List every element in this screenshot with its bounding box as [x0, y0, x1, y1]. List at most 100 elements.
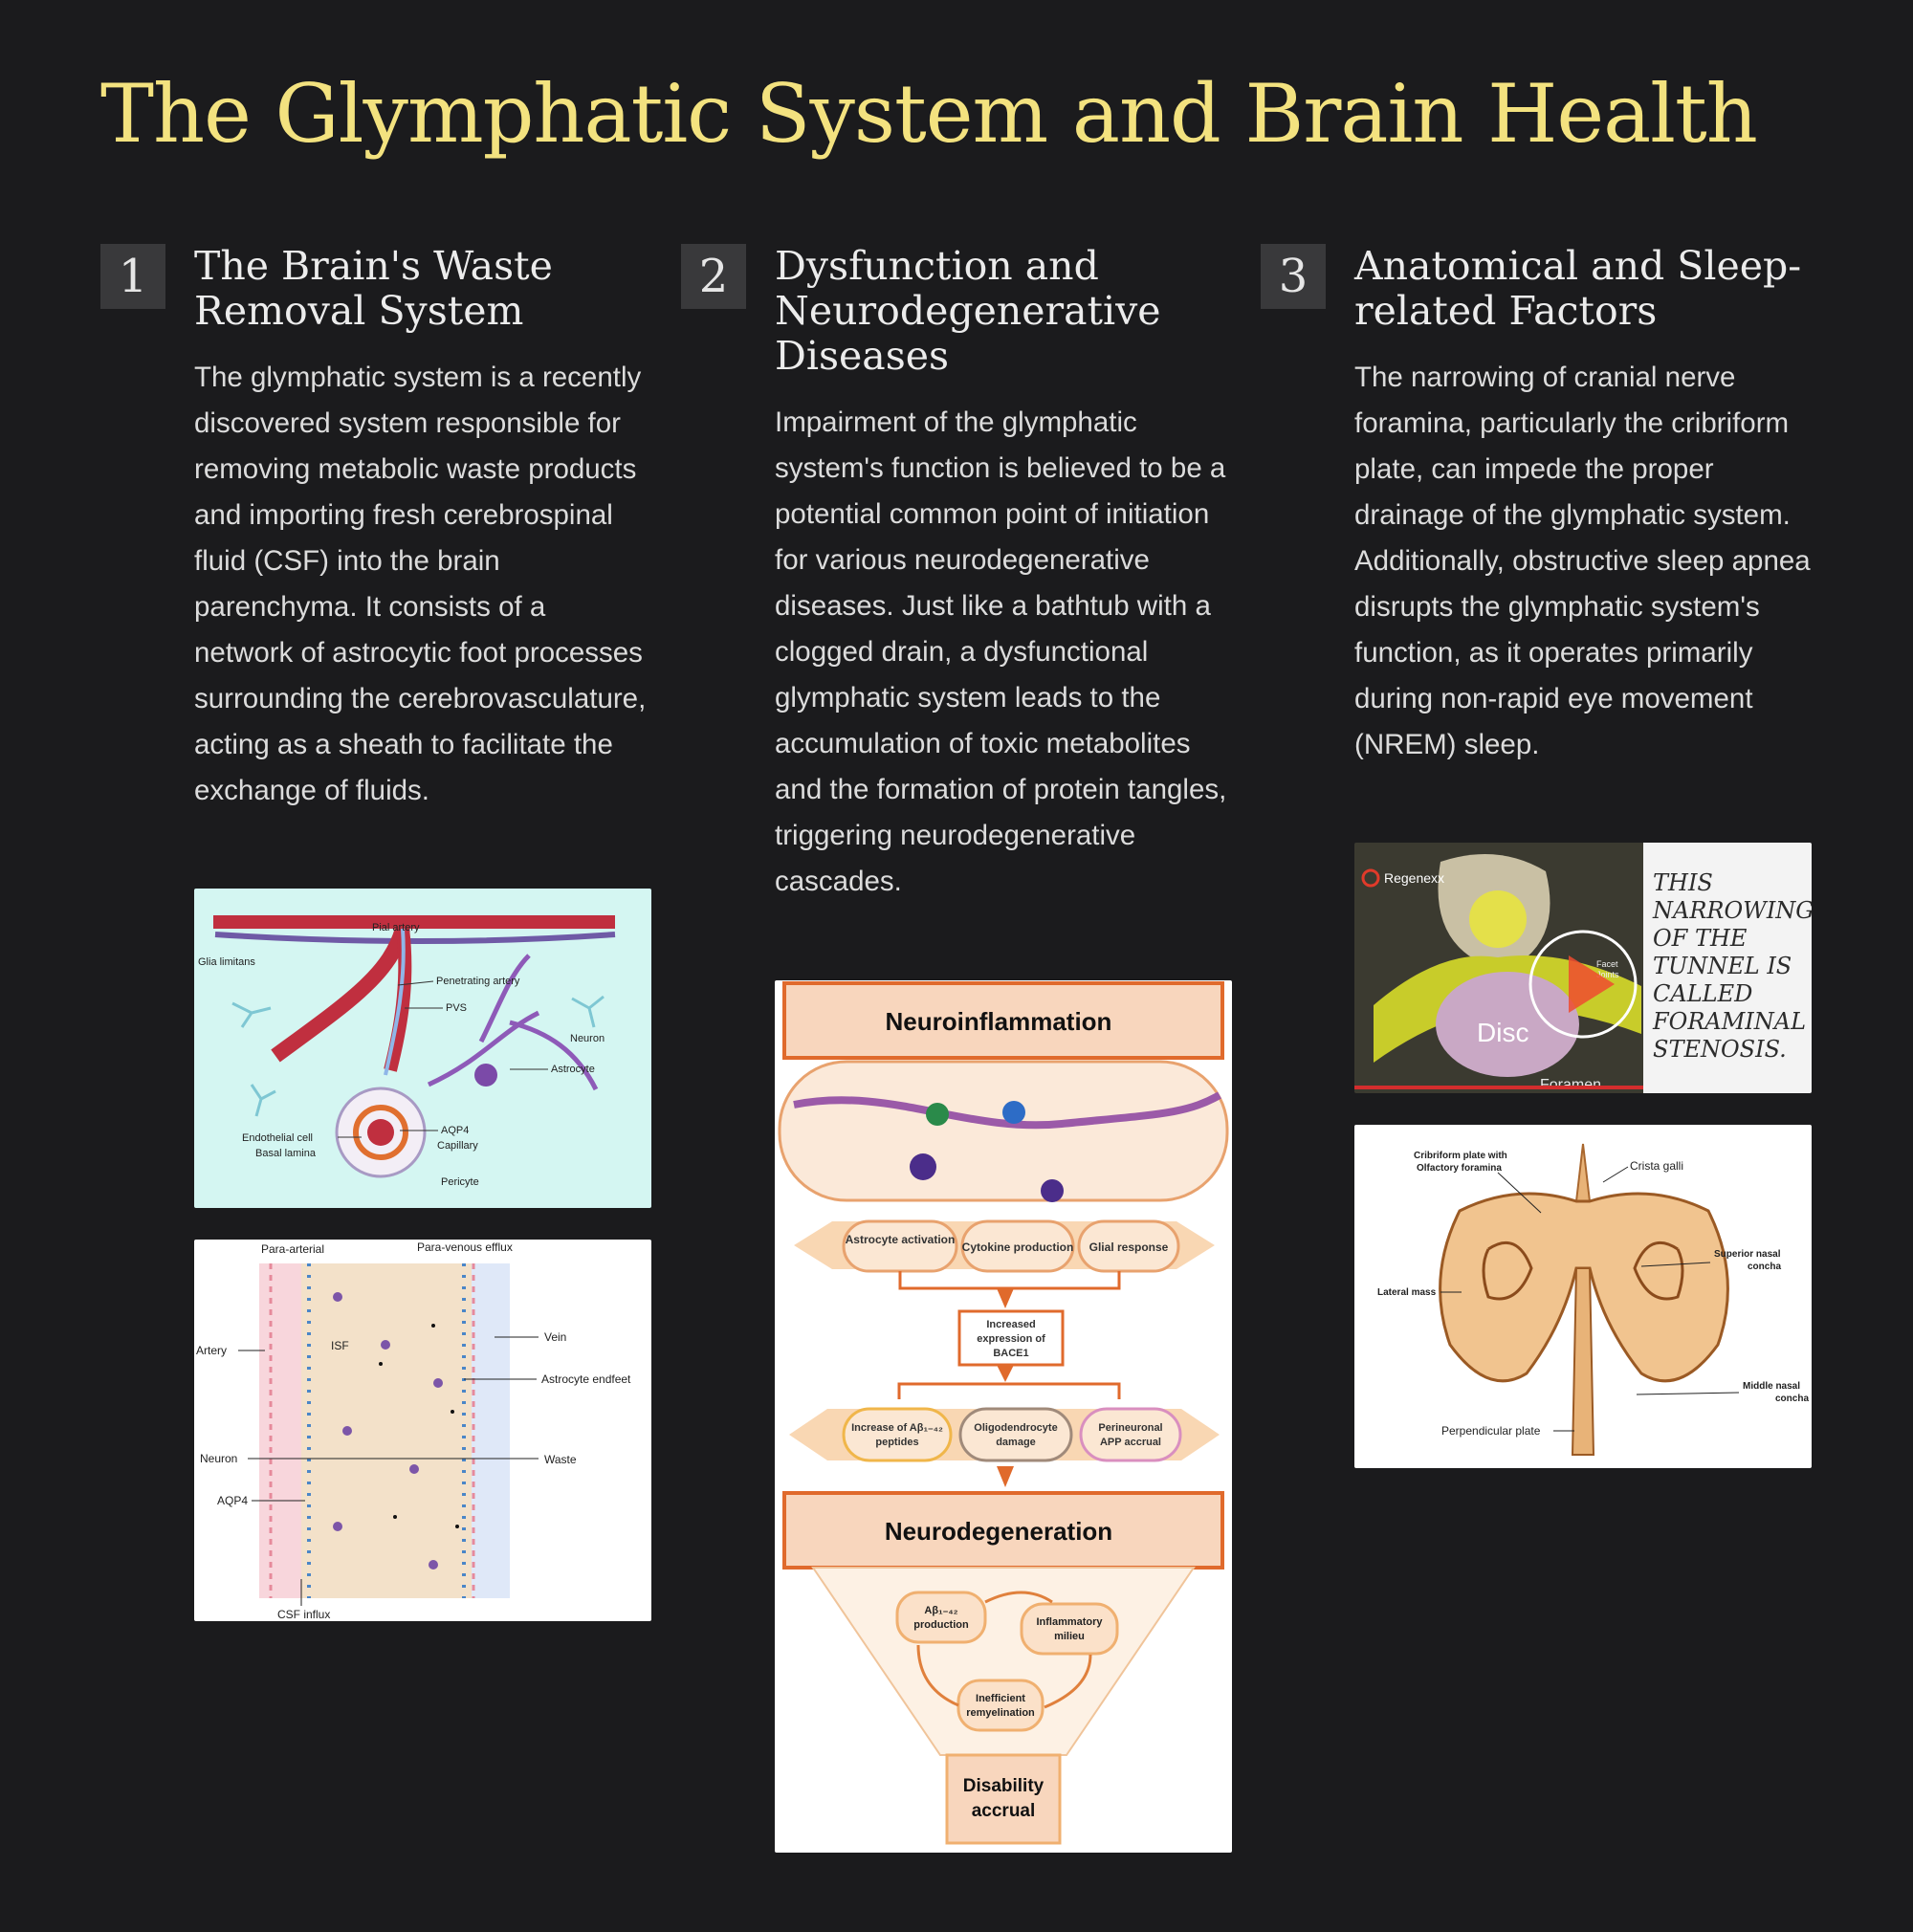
- crista-galli-shape: [1574, 1143, 1592, 1202]
- macrophage-cell: [1041, 1179, 1064, 1202]
- waste-dot: [393, 1515, 397, 1519]
- glia-limitans-shape: [214, 932, 616, 944]
- label-endothelial-cell: Endothelial cell: [242, 1132, 313, 1144]
- label-middle-nasal: concha: [1775, 1394, 1809, 1404]
- neuron-sketch-lower: [250, 1084, 276, 1117]
- leader-superior: [1640, 1262, 1711, 1267]
- video-progress-bar[interactable]: [1354, 1086, 1643, 1089]
- row2-label: Perineuronal: [1098, 1422, 1162, 1434]
- astrocyte-node: [381, 1340, 390, 1350]
- row1-connector: [898, 1271, 1121, 1290]
- astrocyte-node: [333, 1522, 342, 1531]
- row1-label: Cytokine production: [962, 1240, 1074, 1254]
- astrocyte-node: [409, 1464, 419, 1474]
- label-basal-lamina: Basal lamina: [255, 1148, 317, 1159]
- label-neuron: Neuron: [200, 1452, 237, 1465]
- lateral-mass-shape: [1439, 1192, 1729, 1383]
- disability-line: Disability: [963, 1776, 1044, 1796]
- label-lateral-mass: Lateral mass: [1377, 1287, 1437, 1298]
- label-penetrating-artery: Penetrating artery: [436, 976, 520, 987]
- penetrating-artery-shape: [271, 926, 410, 1063]
- label-pial-artery: Pial artery: [372, 922, 420, 933]
- cycle-label: Aβ₁₋₄₂: [924, 1605, 957, 1616]
- label-astrocyte-endfeet: Astrocyte endfeet: [541, 1372, 631, 1386]
- microglia-cell: [926, 1103, 949, 1126]
- play-triangle-icon[interactable]: [1569, 955, 1615, 1013]
- abeta-increase-pill: [842, 1407, 953, 1462]
- label-pvs: PVS: [446, 1002, 467, 1014]
- section-body: The glymphatic system is a recently disc…: [194, 362, 647, 806]
- spinal-cord-shape: [1469, 890, 1527, 948]
- label-vein: Vein: [544, 1330, 566, 1344]
- section-dysfunction: 2 Dysfunction and Neurodegenerative Dise…: [681, 244, 1226, 905]
- section-body: The narrowing of cranial nerve foramina,…: [1354, 362, 1811, 760]
- perpendicular-plate-shape: [1571, 1267, 1595, 1456]
- play-button-icon[interactable]: [1528, 930, 1638, 1039]
- section-number: 3: [1261, 244, 1326, 309]
- label-aqp4: AQP4: [217, 1494, 248, 1507]
- cycle-label: milieu: [1054, 1631, 1085, 1642]
- abeta-production-box: [895, 1591, 987, 1644]
- bace1-box: [957, 1309, 1065, 1367]
- bace1-line: expression of: [977, 1333, 1045, 1345]
- perineuronal-pill: [1079, 1407, 1182, 1462]
- disability-accrual-box: [945, 1753, 1062, 1845]
- neuron-axon: [793, 1091, 1221, 1130]
- astrocyte-node: [429, 1560, 438, 1570]
- disc-shape: [1436, 972, 1579, 1077]
- label-pericyte: Pericyte: [441, 1176, 479, 1188]
- label-csf-influx: CSF influx: [277, 1608, 330, 1621]
- label-crista-galli: Crista galli: [1630, 1159, 1683, 1173]
- video-caption: This narrowing of the tunnel is called f…: [1643, 843, 1812, 1093]
- astrocyte-body: [474, 1064, 497, 1087]
- row2-label: damage: [996, 1437, 1036, 1448]
- macrophage-cell: [910, 1153, 936, 1180]
- spine-video-frame: Disc Foramen Facet Joints Regenexx: [1354, 843, 1643, 1093]
- waste-dot: [379, 1362, 383, 1366]
- ethmoid-bone-diagram: Cribriform plate with Olfactory foramina…: [1354, 1125, 1812, 1468]
- pial-artery-illustration: Pial artery Glia limitans Penetrating ar…: [198, 915, 616, 1188]
- neuron-sketch-left: [231, 1001, 272, 1028]
- bace1-line: BACE1: [993, 1348, 1028, 1359]
- paravascular-flow-diagram: Para-arterial Para-venous efflux Artery …: [194, 1240, 651, 1621]
- isf-band: [301, 1263, 472, 1598]
- foraminal-stenosis-video[interactable]: Disc Foramen Facet Joints Regenexx This …: [1354, 843, 1812, 1093]
- cycle-label: production: [913, 1619, 969, 1631]
- neuroinflammation-flowchart: Neuroinflammation Astrocyte activation C…: [775, 980, 1232, 1853]
- label-para-arterial: Para-arterial: [261, 1242, 324, 1256]
- label-capillary: Capillary: [437, 1140, 478, 1152]
- air-cell-left: [1482, 1240, 1533, 1301]
- section-heading: Anatomical and Sleep-related Factors: [1354, 243, 1802, 334]
- cycle-arrows: [916, 1591, 1092, 1709]
- label-superior-nasal: concha: [1748, 1262, 1781, 1272]
- foramen-label: Foramen: [1540, 1077, 1601, 1093]
- astrocyte-processes: [427, 954, 599, 1091]
- astrocyte-node: [433, 1378, 443, 1388]
- waste-dot: [451, 1410, 454, 1414]
- page-title: The Glymphatic System and Brain Health: [100, 67, 1758, 161]
- astrocyte-node: [342, 1426, 352, 1436]
- glial-response-pill: [1077, 1219, 1180, 1273]
- bace1-line: Increased: [986, 1319, 1035, 1330]
- section-number: 2: [681, 244, 746, 309]
- arrow-to-row2: [997, 1365, 1014, 1382]
- facet-label: Facet: [1596, 959, 1618, 969]
- cycle-label: Inefficient: [976, 1693, 1025, 1704]
- neuroinflammation-scene: [778, 1060, 1229, 1202]
- section-heading: Dysfunction and Neurodegenerative Diseas…: [775, 243, 1161, 379]
- section-waste-removal: 1 The Brain's Waste Removal System The g…: [100, 244, 646, 814]
- label-artery: Artery: [196, 1344, 227, 1357]
- leader-middle: [1636, 1392, 1740, 1395]
- waste-dot: [455, 1525, 459, 1528]
- label-perpendicular-plate: Perpendicular plate: [1441, 1424, 1541, 1438]
- label-neuron: Neuron: [570, 1033, 605, 1044]
- neuroinflammation-illustration: Neuroinflammation Astrocyte activation C…: [778, 981, 1229, 1845]
- oligodendrocyte-pill: [958, 1407, 1073, 1462]
- label-astrocyte: Astrocyte: [551, 1064, 595, 1075]
- label-isf: ISF: [331, 1339, 349, 1352]
- row2-connector: [897, 1382, 1121, 1399]
- row1-label: Glial response: [1089, 1240, 1169, 1254]
- label-superior-nasal: Superior nasal: [1714, 1249, 1781, 1260]
- astrocyte-node: [333, 1292, 342, 1302]
- astrocyte-activation-pill: [842, 1219, 958, 1273]
